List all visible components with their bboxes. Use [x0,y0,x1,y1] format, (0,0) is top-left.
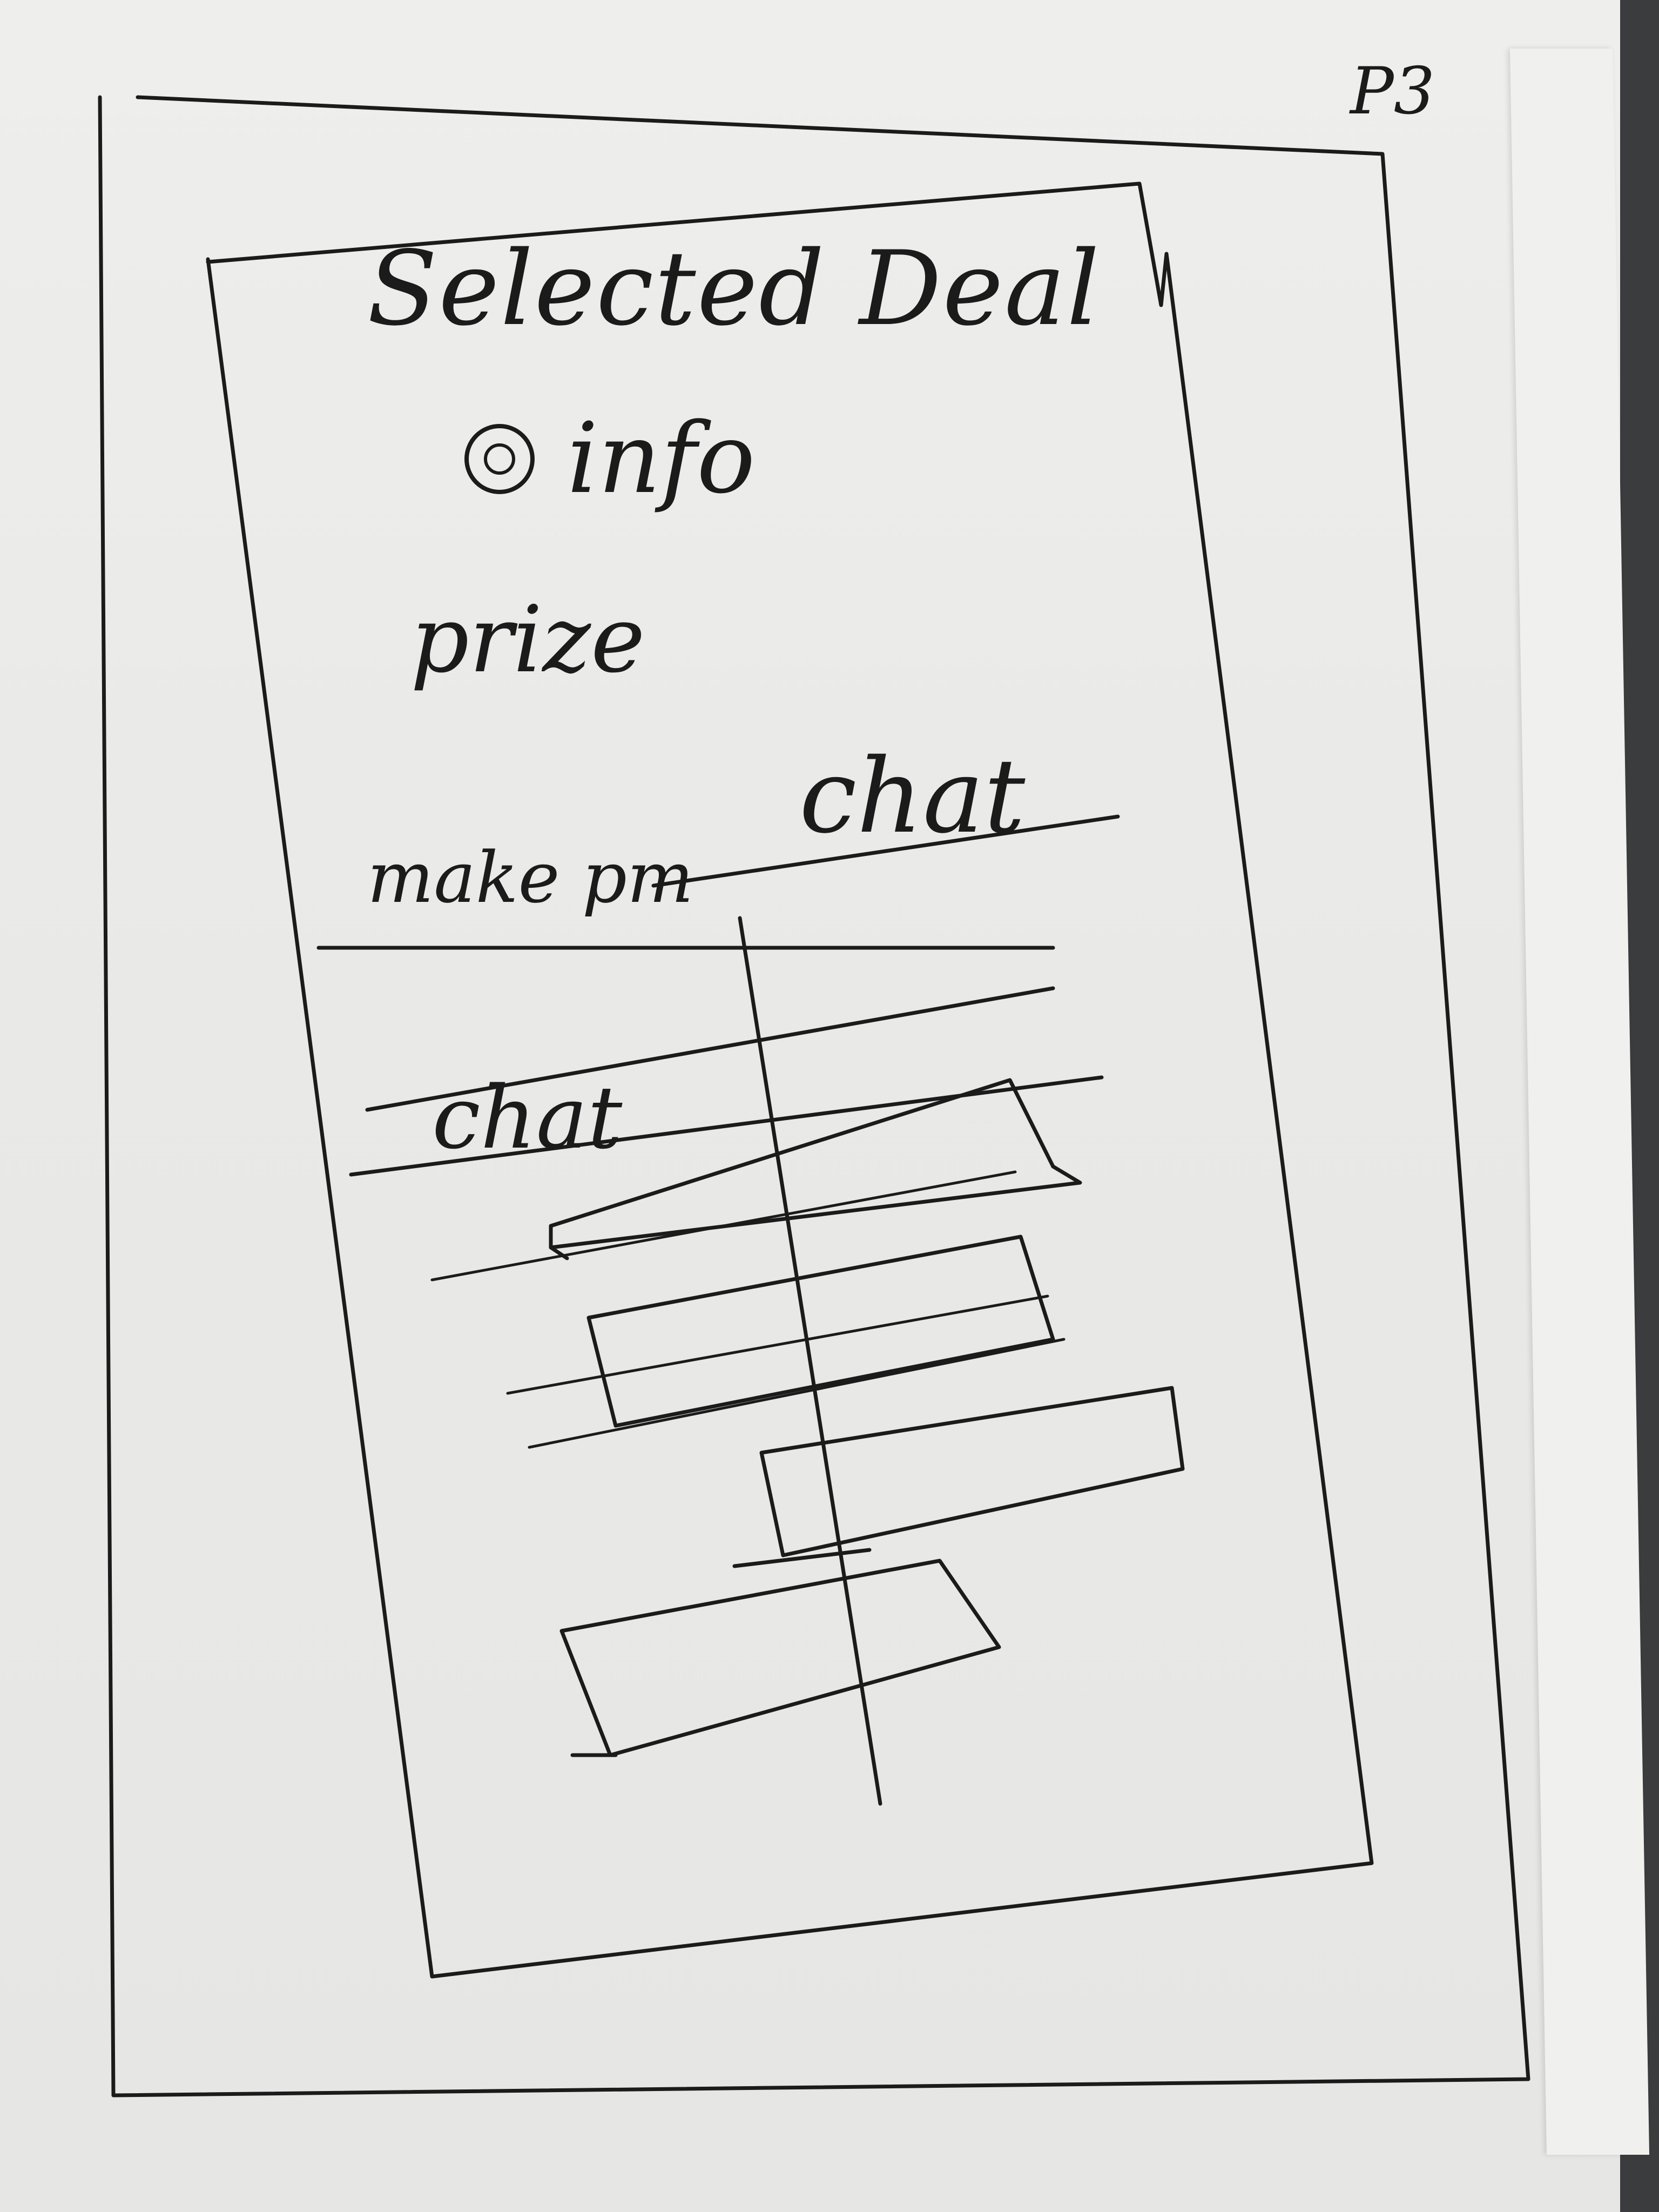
message-bubble[interactable] [732,1386,1185,1568]
info-label: info [567,402,756,515]
phone-frame [206,181,1374,1979]
tab-underline [651,814,1120,888]
chat-section-label: chat [432,1067,623,1168]
page-title: Selected Deal [367,229,1101,348]
chat-center-line [738,916,882,1806]
paper-sheet [0,0,1620,2212]
message-bubble[interactable] [506,1235,1065,1449]
message-bubble[interactable] [559,1559,1001,1757]
tab-make-pm[interactable]: make pm [367,837,694,919]
page-number-note: P3 [1350,54,1435,129]
chat-label-line [349,1075,1104,1177]
outer-frame [98,95,1530,2098]
chat-header-line [365,986,1055,1112]
message-bubble[interactable] [430,1078,1082,1282]
prize-label: prize [410,586,645,693]
radio-icon[interactable] [464,424,535,494]
info-row[interactable]: info [464,410,756,508]
tab-chat[interactable]: chat [799,737,1026,856]
